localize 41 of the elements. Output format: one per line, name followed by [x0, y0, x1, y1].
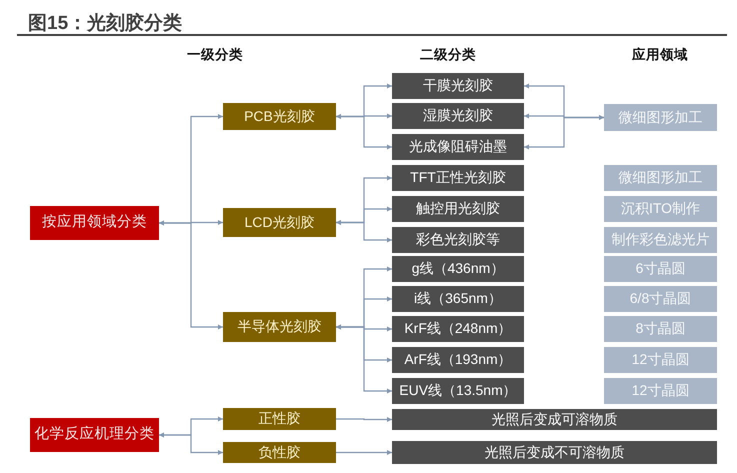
connector-arrow	[159, 432, 223, 455]
application-box: 微细图形加工	[604, 104, 717, 131]
column-header: 二级分类	[420, 46, 476, 64]
application-box: 6寸晶圆	[604, 256, 717, 282]
column-header: 一级分类	[187, 46, 243, 64]
secondary-class-box: ArF线（193nm）	[392, 347, 524, 373]
connector-arrow	[336, 220, 392, 242]
connector-arrow	[336, 324, 392, 394]
secondary-class-box: 光照后变成可溶物质	[392, 409, 717, 430]
column-header: 应用领域	[632, 46, 688, 64]
secondary-class-box: EUV线（13.5nm）	[392, 378, 524, 404]
secondary-class-box: i线（365nm）	[392, 286, 524, 312]
secondary-class-box: 干膜光刻胶	[392, 73, 524, 99]
primary-class-box: 半导体光刻胶	[223, 312, 336, 342]
connector-arrow	[524, 115, 604, 150]
application-box: 12寸晶圆	[604, 347, 717, 373]
secondary-class-box: 光成像阻碍油墨	[392, 134, 524, 160]
application-box: 沉积ITO制作	[604, 196, 717, 222]
secondary-class-box: 光照后变成不可溶物质	[392, 441, 717, 464]
secondary-class-box: g线（436nm）	[392, 256, 524, 282]
secondary-class-box: TFT正性光刻胶	[392, 165, 524, 191]
secondary-class-box: 彩色光刻胶等	[392, 227, 524, 253]
category-box: 按应用领域分类	[30, 206, 159, 240]
secondary-class-box: 触控用光刻胶	[392, 196, 524, 222]
application-box: 12寸晶圆	[604, 378, 717, 404]
connector-arrow	[336, 450, 392, 455]
figure-title: 图15：光刻胶分类	[28, 12, 182, 36]
connector-arrow	[336, 114, 392, 150]
primary-class-box: LCD光刻胶	[223, 208, 336, 237]
connector-arrow	[159, 220, 223, 330]
primary-class-box: 正性胶	[223, 408, 336, 430]
category-box: 化学反应机理分类	[30, 418, 159, 452]
secondary-class-box: KrF线（248nm）	[392, 316, 524, 342]
application-box: 8寸晶圆	[604, 316, 717, 342]
primary-class-box: 负性胶	[223, 442, 336, 463]
secondary-class-box: 湿膜光刻胶	[392, 103, 524, 129]
connector-arrow	[336, 417, 392, 422]
application-box: 6/8寸晶圆	[604, 286, 717, 312]
primary-class-box: PCB光刻胶	[223, 103, 336, 130]
application-box: 制作彩色滤光片	[604, 227, 717, 253]
application-box: 微细图形加工	[604, 165, 717, 191]
